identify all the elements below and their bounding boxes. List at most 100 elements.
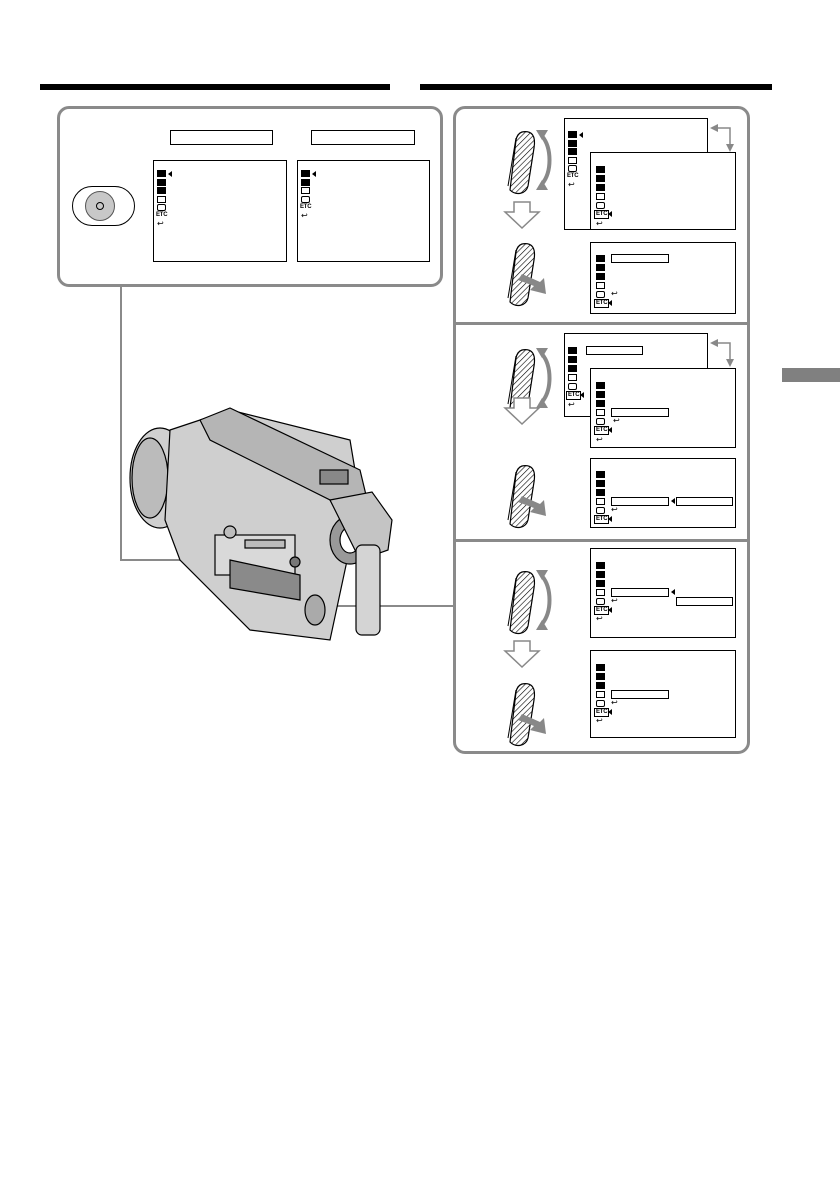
cursor-icon [312,171,316,177]
return-icon: ↩ [596,716,603,725]
header-rule-right [420,84,772,90]
lcd-vf-set-icon [596,498,605,505]
cycle-arrow-icon [709,338,735,368]
lcd-vf-set-icon [596,282,605,289]
vcr-set-icon [596,682,605,689]
lcd-vf-set-icon [157,196,166,203]
cm-set-icon [568,356,577,363]
vcr-set-icon [301,179,310,186]
cursor-icon [608,709,612,715]
cm-set-icon [157,179,166,186]
cm-set-icon [596,175,605,182]
step-divider-1 [455,322,748,325]
cursor-icon [608,427,612,433]
control-dial-icon [507,568,552,635]
control-dial-icon [507,465,546,529]
camera-set-icon [568,131,577,138]
camera-set-icon [596,471,605,478]
menu-button-cap [85,191,115,221]
camera-set-icon [596,255,605,262]
cursor-icon [608,516,612,522]
camera-set-icon [568,347,577,354]
return-icon: ↩ [611,596,618,605]
etc-icon: ETC [156,212,168,218]
vcr-set-icon [596,400,605,407]
tape-set-icon [301,196,310,203]
vcr-set-icon [596,489,605,496]
return-icon: ↩ [301,211,308,220]
vcr-set-icon [568,365,577,372]
mode-label-box-2 [311,130,415,145]
control-dial-icon [507,128,552,195]
return-icon: ↩ [596,614,603,623]
cursor-icon [608,300,612,306]
cursor-icon [671,589,675,595]
camcorder-icon [129,407,393,641]
return-icon: ↩ [596,219,603,228]
return-icon: ↩ [157,219,164,228]
camera-set-icon [596,562,605,569]
etc-icon: ETC [567,173,579,179]
return-icon: ↩ [613,416,620,425]
vcr-set-icon [596,580,605,587]
cm-set-icon [596,264,605,271]
lcd-vf-set-icon [568,374,577,381]
step1-etc-screen [590,152,736,230]
vcr-set-icon [596,184,605,191]
section-tab [782,368,840,382]
etc-icon: ETC [300,204,312,210]
cursor-icon [608,211,612,217]
down-arrow-icon [504,397,540,425]
lcd-vf-set-icon [596,691,605,698]
return-icon: ↩ [568,400,575,409]
tape-set-icon [596,418,605,425]
control-dial-icon [507,243,546,307]
cm-set-icon [596,480,605,487]
setting-field [586,346,643,355]
setting-field [611,588,669,597]
tape-set-icon [157,204,166,211]
cm-set-icon [596,391,605,398]
setting-field [611,690,669,699]
cursor-icon [168,171,172,177]
cm-set-icon [596,673,605,680]
menu-button-center-icon [96,202,104,210]
tape-set-icon [596,598,605,605]
return-icon: ↩ [611,505,618,514]
camera-set-icon [596,664,605,671]
camera-set-icon [596,382,605,389]
cursor-icon [579,132,583,138]
camera-set-icon [157,170,166,177]
option-field [676,597,733,606]
setting-field [611,497,669,506]
cursor-icon [671,498,675,504]
tape-set-icon [596,291,605,298]
lcd-vf-set-icon [568,157,577,164]
vcr-set-icon [157,187,166,194]
option-field [676,497,733,506]
lcd-vf-set-icon [596,409,605,416]
tape-set-icon [596,507,605,514]
camera-set-icon [596,166,605,173]
header-rule-left [40,84,390,90]
cursor-icon [580,392,584,398]
cm-set-icon [596,571,605,578]
tape-set-icon [596,202,605,209]
vcr-set-icon [568,148,577,155]
mode-label-box-1 [170,130,273,145]
lcd-vf-set-icon [301,187,310,194]
down-arrow-icon [504,201,540,229]
tape-set-icon [568,165,577,172]
tape-set-icon [568,383,577,390]
lcd-vf-set-icon [596,193,605,200]
camera-set-icon [301,170,310,177]
return-icon: ↩ [611,698,618,707]
tape-set-icon [596,700,605,707]
cursor-icon [608,607,612,613]
menu-screen-vcr [297,160,430,262]
step-divider-2 [455,539,748,542]
setting-field [611,254,669,263]
down-arrow-icon [504,640,540,668]
